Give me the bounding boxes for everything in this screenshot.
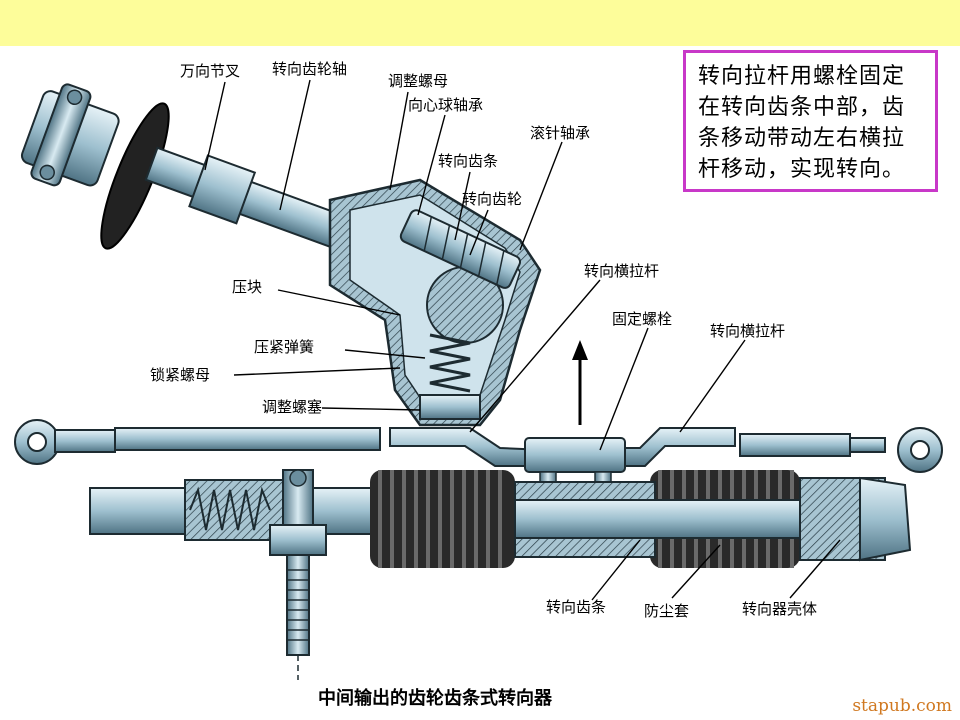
pressure-spring	[429, 333, 471, 393]
watermark: stapub.com	[852, 696, 952, 716]
pinion-gear	[399, 209, 522, 289]
title-band	[0, 0, 960, 46]
label-rack-top: 转向齿条	[438, 152, 498, 170]
label-universal-joint: 万向节叉	[180, 62, 240, 80]
label-dust-cover: 防尘套	[644, 602, 689, 620]
universal-joint-yoke	[20, 83, 120, 187]
diagram-caption: 中间输出的齿轮齿条式转向器	[318, 687, 553, 709]
label-fixing-bolt: 固定螺栓	[612, 310, 672, 328]
label-pinion-shaft: 转向齿轮轴	[272, 60, 347, 78]
label-needle-bearing: 滚针轴承	[530, 124, 590, 142]
leader-lines	[204, 79, 841, 601]
label-adjust-nut: 调整螺母	[388, 72, 448, 90]
label-rack-bottom: 转向齿条	[546, 598, 606, 616]
label-tie-rod-left: 转向横拉杆	[584, 262, 659, 280]
explanation-note: 转向拉杆用螺栓固定在转向齿条中部，齿条移动带动左右横拉杆移动，实现转向。	[683, 50, 938, 192]
adjust-plug	[419, 394, 481, 420]
tie-rod-left	[14, 419, 546, 467]
rack-housing	[89, 470, 912, 568]
label-tie-rod-right: 转向横拉杆	[710, 322, 785, 340]
movement-arrow-icon	[572, 340, 588, 425]
label-pressure-spring: 压紧弹簧	[254, 338, 314, 356]
label-ball-bearing: 向心球轴承	[408, 96, 483, 114]
pinion-shaft-assembly	[20, 83, 542, 427]
label-adjust-plug: 调整螺塞	[262, 398, 322, 416]
label-pinion: 转向齿轮	[462, 190, 522, 208]
label-lock-nut: 锁紧螺母	[150, 366, 210, 384]
label-housing: 转向器壳体	[742, 600, 817, 618]
end-cap	[859, 476, 912, 562]
label-pressure-block: 压块	[232, 278, 262, 296]
vertical-output-shaft	[269, 469, 327, 680]
